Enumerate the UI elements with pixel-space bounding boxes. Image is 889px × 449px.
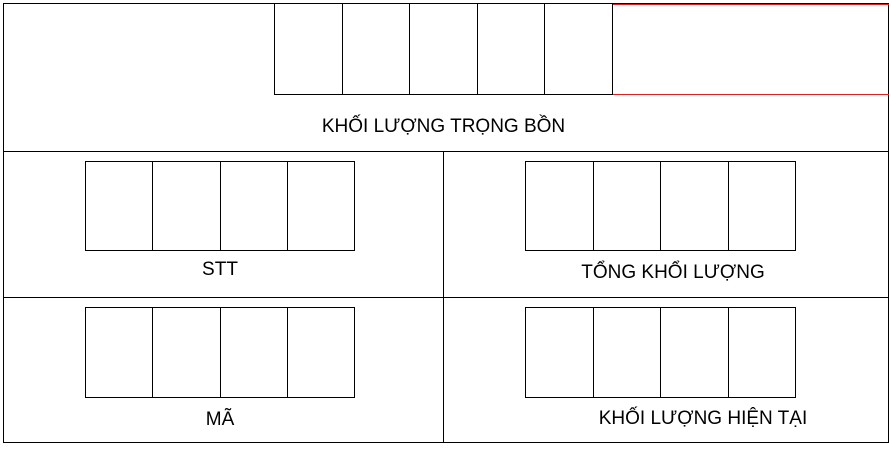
current-weight-display bbox=[525, 307, 796, 398]
digit-cell bbox=[288, 162, 354, 250]
digit-cell bbox=[221, 308, 288, 397]
digit-cell bbox=[661, 162, 729, 250]
code-display bbox=[85, 307, 355, 398]
digit-cell bbox=[275, 4, 343, 94]
tank-weight-label: KHỐI LƯỢNG TRỌNG BỒN bbox=[321, 116, 566, 137]
digit-cell bbox=[526, 308, 594, 397]
code-label: MÃ bbox=[205, 409, 235, 430]
digit-cell bbox=[594, 308, 661, 397]
digit-cell bbox=[478, 4, 546, 94]
digit-cell bbox=[661, 308, 729, 397]
digit-cell bbox=[343, 4, 411, 94]
current-weight-label: KHỐI LƯỢNG HIỆN TẠI bbox=[598, 408, 808, 429]
digit-cell bbox=[86, 308, 154, 397]
total-weight-label: TỔNG KHỔI LƯỢNG bbox=[581, 262, 765, 283]
digit-cell bbox=[153, 308, 221, 397]
red-guide-line-top bbox=[612, 4, 889, 5]
red-guide-line-bottom bbox=[612, 94, 889, 95]
digit-cell bbox=[526, 162, 594, 250]
tank-weight-display bbox=[274, 3, 613, 95]
digit-cell bbox=[86, 162, 154, 250]
digit-cell bbox=[729, 308, 796, 397]
stt-display bbox=[85, 161, 355, 251]
current-weight-panel bbox=[443, 297, 889, 443]
digit-cell bbox=[545, 4, 612, 94]
total-weight-display bbox=[525, 161, 796, 251]
digit-cell bbox=[410, 4, 478, 94]
digit-cell bbox=[153, 162, 221, 250]
code-panel bbox=[3, 297, 444, 443]
digit-cell bbox=[288, 308, 354, 397]
stt-panel bbox=[3, 151, 444, 298]
digit-cell bbox=[221, 162, 288, 250]
digit-cell bbox=[594, 162, 661, 250]
tank-weight-panel bbox=[3, 3, 889, 152]
stt-label: STT bbox=[202, 259, 238, 280]
digit-cell bbox=[729, 162, 796, 250]
